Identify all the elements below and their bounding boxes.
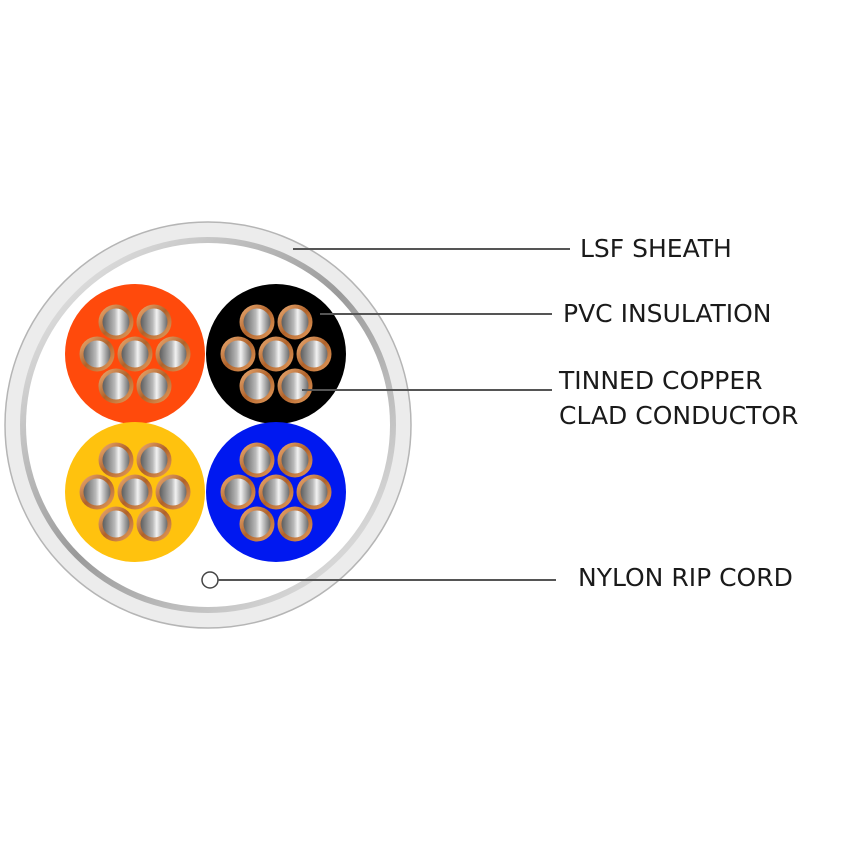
- conductor-strand: [277, 368, 313, 404]
- label-conductor-line1: TINNED COPPER: [559, 366, 763, 395]
- conductor-strand: [277, 442, 313, 478]
- conductor-strand: [155, 474, 191, 510]
- conductor-strand: [136, 442, 172, 478]
- conductor-strand: [296, 336, 332, 372]
- conductor-strand: [239, 506, 275, 542]
- conductor-strand: [220, 474, 256, 510]
- conductor-strand: [136, 304, 172, 340]
- label-lsf-sheath: LSF SHEATH: [580, 234, 732, 263]
- conductor-strand: [239, 368, 275, 404]
- conductor-strand: [258, 474, 294, 510]
- label-conductor-line2: CLAD CONDUCTOR: [559, 401, 799, 430]
- conductor-strand: [277, 506, 313, 542]
- conductor-strand: [155, 336, 191, 372]
- conductor-strand: [117, 336, 153, 372]
- conductor-strand: [98, 368, 134, 404]
- label-pvc-insulation: PVC INSULATION: [563, 299, 772, 328]
- conductor-strand: [98, 506, 134, 542]
- label-nylon-rip-cord: NYLON RIP CORD: [578, 563, 793, 592]
- conductor-strand: [277, 304, 313, 340]
- lsf-sheath: [4, 221, 412, 629]
- core-orange: [65, 284, 205, 424]
- conductor-strand: [296, 474, 332, 510]
- conductor-strand: [79, 474, 115, 510]
- conductor-strand: [239, 304, 275, 340]
- conductor-strand: [136, 368, 172, 404]
- conductor-strand: [136, 506, 172, 542]
- insulated-cores: [65, 284, 346, 562]
- conductor-strand: [258, 336, 294, 372]
- nylon-rip-cord: [201, 571, 219, 589]
- conductor-strand: [117, 474, 153, 510]
- conductor-strand: [79, 336, 115, 372]
- conductor-strand: [239, 442, 275, 478]
- conductor-strand: [98, 304, 134, 340]
- core-blue: [206, 422, 346, 562]
- core-yellow: [65, 422, 205, 562]
- conductor-strand: [220, 336, 256, 372]
- leader-lines: [218, 248, 570, 581]
- conductor-strand: [98, 442, 134, 478]
- core-black: [206, 284, 346, 424]
